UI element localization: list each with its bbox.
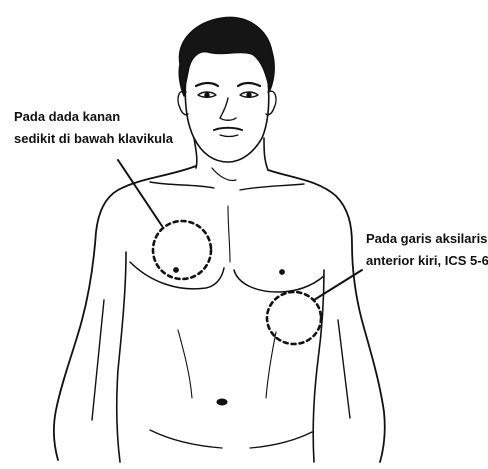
hair [178,16,275,97]
annotation-right-chest-line-2: sedikit di bawah klavikula [14,131,173,146]
arm-inner-left [337,319,351,419]
annotation-right-chest: Pada dada kanan sedikit di bawah klaviku… [14,106,173,150]
ear-right [177,90,189,116]
eye-right [197,91,217,98]
leader-line-left [313,269,363,301]
arm-inner-right [91,299,105,421]
navel [216,398,228,406]
pectoral-right [129,261,225,290]
marker-left-axillary [265,290,323,346]
neck-left [263,137,269,171]
shoulder-right [52,165,197,461]
marker-right-chest [151,219,213,281]
nose [219,97,237,121]
annotation-left-axillary-line-1: Pada garis aksilaris [366,231,488,246]
mouth [213,126,243,131]
pupil-right [204,92,210,98]
annotation-left-axillary: Pada garis aksilaris anterior kiri, ICS … [366,228,488,272]
eyebrow-left [236,81,262,88]
torso-side-left [312,269,325,463]
lower-lip [219,134,239,138]
annotation-left-axillary-line-2: anterior kiri, ICS 5-6 [366,253,488,268]
nipple-left [279,269,285,275]
ear-left [265,90,277,116]
neck-shadow [211,167,237,182]
clavicle-right [149,181,215,189]
abdomen-line-left [265,331,277,399]
hip-line-left [249,431,313,449]
torso-side-right [115,251,127,463]
face-outline [184,73,270,163]
pupil-left [246,92,252,98]
shoulder-left [267,169,386,463]
eyebrow-right [194,81,220,88]
annotation-right-chest-line-1: Pada dada kanan [14,109,121,124]
leader-line-right [117,159,163,227]
pectoral-left [233,269,325,293]
clavicle-left [239,183,305,191]
hip-line-right [149,429,223,449]
eye-left [239,91,259,98]
sternum-line [227,205,231,263]
abdomen-line-right [177,329,193,399]
nipple-right [173,267,179,273]
